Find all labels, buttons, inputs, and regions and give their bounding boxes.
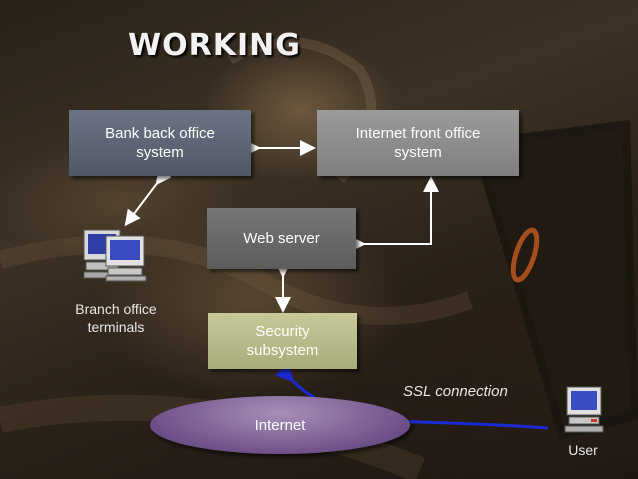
internet-ellipse: Internet xyxy=(150,396,410,454)
ssl-connection-label: SSL connection xyxy=(403,383,508,400)
slide-title: WORKING xyxy=(128,28,301,63)
web-server-box: Web server xyxy=(207,208,356,269)
user-label: User xyxy=(568,442,598,458)
security-label-line2: subsystem xyxy=(246,342,319,359)
front-label-line2: system xyxy=(394,144,442,161)
arrow-web-front xyxy=(350,176,439,252)
arrow-bank-branch xyxy=(124,167,172,227)
bank-back-office-box: Bank back office system xyxy=(69,110,251,176)
branch-label-line1: Branch office xyxy=(75,301,157,317)
bank-label-line2: system xyxy=(136,144,184,161)
web-server-label: Web server xyxy=(243,230,320,247)
internet-label: Internet xyxy=(254,416,306,434)
computer-terminals-icon xyxy=(83,229,147,282)
branch-label-line2: terminals xyxy=(87,319,145,335)
bank-label-line1: Bank back office xyxy=(105,125,215,142)
front-label-line1: Internet front office xyxy=(355,125,481,142)
branch-office-label: Branch office terminals xyxy=(60,300,172,336)
security-subsystem-box: Security subsystem xyxy=(208,313,357,369)
security-label-line1: Security xyxy=(255,323,310,340)
computer-icon xyxy=(564,386,604,433)
internet-front-office-box: Internet front office system xyxy=(317,110,519,176)
